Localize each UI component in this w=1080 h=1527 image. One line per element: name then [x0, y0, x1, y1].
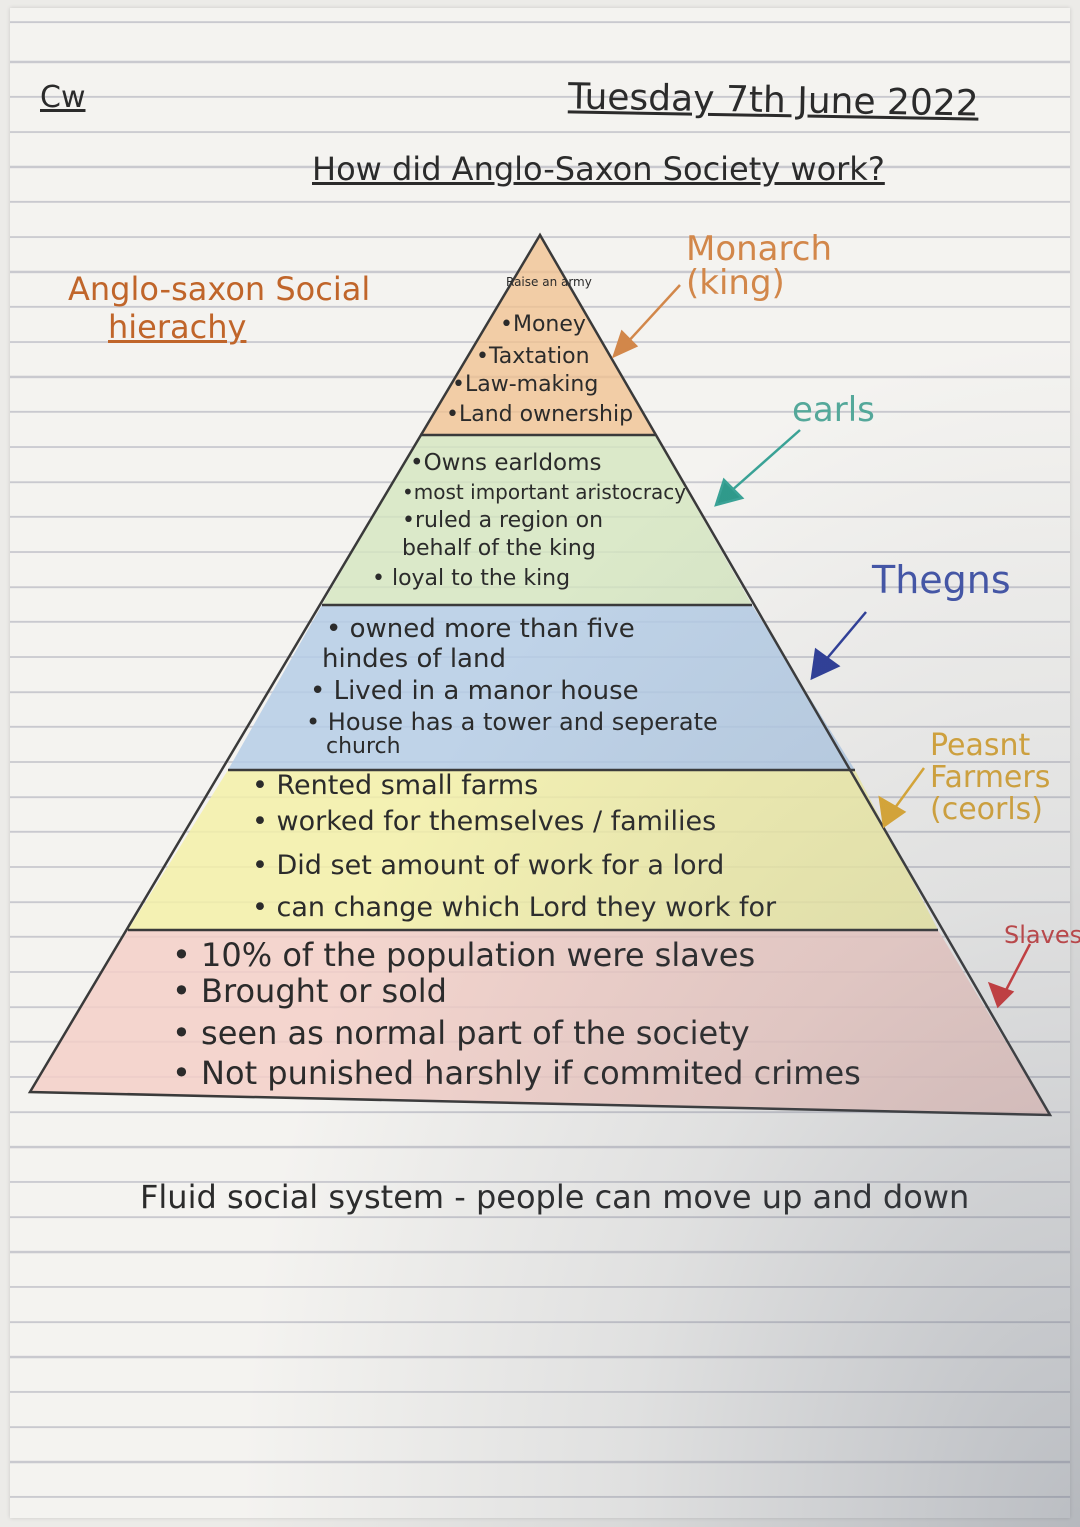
tier-thegns-fill: [228, 605, 855, 770]
corner-label: Cw: [40, 80, 86, 115]
label-thegns: Thegns: [872, 558, 1011, 602]
arrow-thegns: [810, 611, 867, 681]
monarch-bullet: •Taxtation: [476, 344, 590, 369]
earls-bullet: behalf of the king: [402, 536, 596, 561]
hierarchy-subtitle: Anglo-saxon Social hierachy: [68, 270, 370, 346]
label-earls: earls: [792, 393, 875, 427]
pyramid-outline: [27, 232, 1053, 1117]
label-monarch-line-1: Monarch: [686, 229, 832, 269]
tier-slaves-fill: [30, 930, 1050, 1115]
thegns-bullet: hindes of land: [322, 644, 506, 674]
label-peasant-line-3: (ceorls): [930, 792, 1044, 827]
label-peasant-line-1: Peasnt: [930, 728, 1031, 763]
slaves-bullet: • Not punished harshly if commited crime…: [172, 1054, 861, 1092]
footer-note: Fluid social system - people can move up…: [140, 1178, 970, 1216]
thegns-bullet: • owned more than five: [326, 614, 635, 644]
monarch-bullet: Raise an army: [506, 275, 592, 289]
label-earls-line-1: earls: [792, 390, 875, 430]
label-monarch-line-2: (king): [686, 263, 785, 303]
slaves-bullet: • seen as normal part of the society: [172, 1014, 750, 1052]
earls-bullet: •most important aristocracy: [402, 480, 687, 504]
earls-bullet: •ruled a region on: [402, 508, 604, 533]
label-thegns-line-1: Thegns: [872, 558, 1011, 602]
tier-earls-fill: [322, 435, 752, 605]
thegns-bullet: • Lived in a manor house: [310, 676, 639, 706]
slaves-bullet: • 10% of the population were slaves: [172, 936, 756, 974]
arrow-monarch: [611, 284, 681, 359]
label-slaves-line-1: Slaves: [1004, 921, 1080, 949]
monarch-bullet: •Land ownership: [446, 402, 634, 427]
label-monarch: Monarch (king): [686, 232, 832, 300]
peasants-bullet: • Did set amount of work for a lord: [252, 850, 725, 881]
tier-peasants-fill: [128, 770, 938, 930]
label-peasant-line-2: Farmers: [930, 760, 1051, 795]
peasants-bullet: • worked for themselves / families: [252, 806, 717, 837]
tier-monarch-fill: [420, 235, 655, 435]
arrow-earls: [714, 429, 801, 507]
subtitle-line-2: hierachy: [108, 308, 247, 346]
arrow-peasants: [878, 767, 926, 829]
slaves-bullet: • Brought or sold: [172, 972, 447, 1010]
thegns-bullet: • House has a tower and seperate: [306, 708, 718, 736]
arrow-slaves: [987, 943, 1032, 1009]
earls-bullet: •Owns earldoms: [410, 450, 602, 476]
label-slaves: Slaves: [1004, 918, 1080, 952]
label-peasant-farmers: Peasnt Farmers (ceorls): [930, 730, 1050, 826]
monarch-bullet: •Money: [500, 312, 586, 337]
peasants-bullet: • Rented small farms: [252, 770, 539, 801]
peasants-bullet: • can change which Lord they work for: [252, 892, 777, 923]
subtitle-line-1: Anglo-saxon Social: [68, 270, 371, 308]
monarch-bullet: •Law-making: [452, 372, 599, 397]
page-title: How did Anglo-Saxon Society work?: [312, 150, 885, 188]
thegns-bullet: church: [326, 734, 401, 759]
earls-bullet: • loyal to the king: [372, 566, 571, 591]
